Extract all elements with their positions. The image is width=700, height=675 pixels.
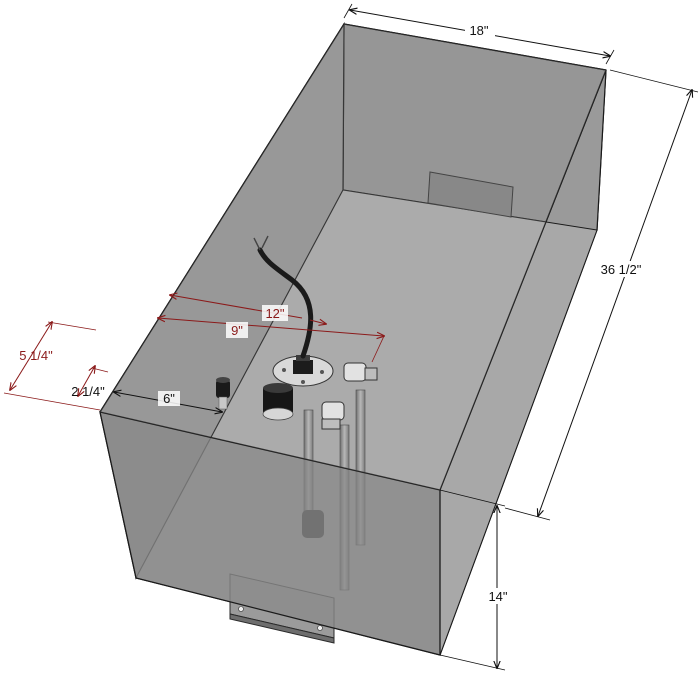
- fill-cap: [262, 383, 294, 421]
- elbow-fitting: [321, 401, 345, 430]
- dim-offset-5-label: 5 1/4": [19, 348, 53, 363]
- elbow-fitting: [343, 362, 378, 382]
- dim-vent-pos-label: 6": [163, 391, 175, 406]
- dim-fill-9-label: 9": [231, 323, 243, 338]
- dim-offset-2-label: 2 1/4": [71, 384, 105, 399]
- tank-top: [100, 24, 606, 490]
- dim-length-label: 36 1/2": [601, 262, 642, 277]
- dim-fill-12-label: 12": [265, 306, 284, 321]
- mounting-bracket-rear: [427, 171, 514, 218]
- sender-flange: [272, 355, 334, 387]
- dim-height-label: 14": [488, 589, 507, 604]
- dim-width-label: 18": [469, 23, 488, 38]
